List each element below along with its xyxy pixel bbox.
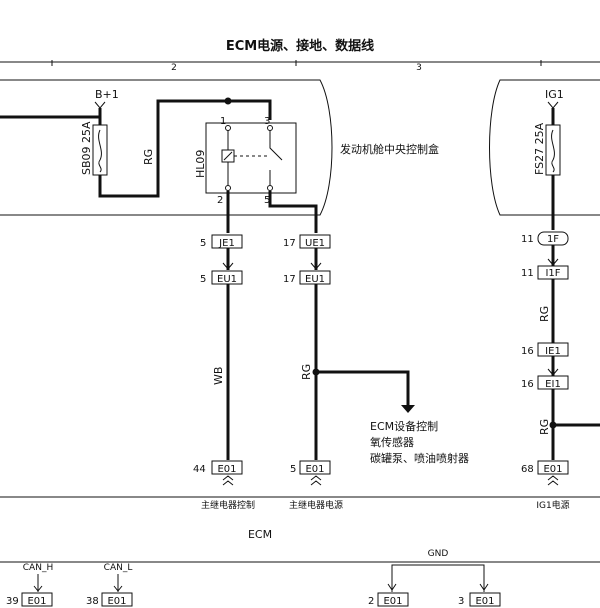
- connector-e01-2: [377, 592, 409, 607]
- e01-68-pin: 68: [521, 464, 534, 475]
- wire-branch: [316, 370, 410, 405]
- zone-2-label: 2: [171, 63, 177, 73]
- relay-pin-5-label: 5: [264, 195, 270, 206]
- relay-pin-3-label: 3: [264, 116, 270, 127]
- relay-pin-5: [267, 185, 273, 191]
- ue1-name: UE1: [305, 238, 325, 249]
- relay-name-label: HL09: [194, 150, 207, 178]
- relay-pin-2: [225, 185, 231, 191]
- zone-3-label: 3: [416, 63, 422, 73]
- wire-relay-pin3: [228, 99, 272, 120]
- connector-e01-68: [537, 460, 569, 475]
- relay-pin-1: [225, 125, 231, 131]
- gnd-lines: [387, 564, 489, 592]
- connector-arrow: [547, 258, 559, 266]
- power-arrow: [547, 101, 559, 109]
- e01-2-pin: 2: [368, 596, 374, 607]
- fuse-sb09: [92, 124, 108, 176]
- branch-label-2: 氧传感器: [370, 435, 414, 449]
- je1-pin: 5: [200, 238, 206, 249]
- fuse-fs27: [545, 124, 561, 176]
- branch-label-3: 碳罐泵、喷油喷射器: [370, 451, 469, 465]
- connector-e01-5: [299, 460, 331, 475]
- can-h-label: CAN_H: [23, 563, 53, 573]
- control-box-label: 发动机舱中央控制盒: [340, 142, 439, 156]
- relay-pin-3: [267, 125, 273, 131]
- e01-39-pin: 39: [6, 596, 19, 607]
- connector-e01-38: [101, 592, 133, 607]
- relay-switch: [269, 130, 283, 161]
- e01-3-name: E01: [475, 596, 494, 607]
- e01-5-name: E01: [305, 464, 324, 475]
- e01-2-name: E01: [383, 596, 402, 607]
- branch-label-1: ECM设备控制: [370, 419, 438, 433]
- ie1-name: IE1: [545, 346, 561, 357]
- right-box-outline: [489, 79, 600, 216]
- relay-pin-2-label: 2: [217, 195, 223, 206]
- relay-hl09: [205, 122, 297, 194]
- wire-connector-links: [226, 248, 318, 270]
- connector-arrows: [222, 262, 322, 270]
- wire-rg-label-right: RG: [538, 306, 551, 322]
- e01-68-name: E01: [543, 464, 562, 475]
- wire-rg-label-top: RG: [142, 149, 155, 165]
- relay-pin-1-label: 1: [220, 116, 226, 127]
- can-lines: [33, 574, 123, 592]
- connector-arrow: [547, 368, 559, 376]
- e01-5-pin: 5: [290, 464, 296, 475]
- connector-e01-3: [469, 592, 501, 607]
- je1-name: JE1: [218, 238, 235, 249]
- fuse-element-icon: [551, 129, 555, 173]
- connector-e01-39: [21, 592, 53, 607]
- e01-39-name: E01: [27, 596, 46, 607]
- wire-relay-pin5-down: [268, 191, 318, 233]
- diagram-title: ECM电源、接地、数据线: [226, 38, 374, 54]
- can-l-label: CAN_L: [104, 563, 133, 573]
- eu1-right-pin: 17: [283, 274, 296, 285]
- eu1-right-name: EU1: [305, 274, 325, 285]
- fuse-right-label: FS27 25A: [533, 122, 546, 175]
- ecm-signal-relay-control: 主继电器控制: [201, 499, 255, 511]
- ecm-signal-ig1-power: IG1电源: [536, 499, 569, 511]
- ig1-label: IG1: [545, 88, 564, 101]
- relay-internal-lines: [227, 130, 271, 185]
- ie1-pin: 16: [521, 346, 534, 357]
- ecm-signal-relay-power: 主继电器电源: [289, 499, 343, 511]
- ei1-pin: 16: [521, 379, 534, 390]
- fuse-element-icon: [98, 129, 102, 173]
- ecm-connector-arrows: [222, 475, 559, 486]
- gnd-label: GND: [428, 549, 449, 559]
- c1f-pin: 11: [521, 234, 534, 245]
- i1f-name: I1F: [545, 268, 560, 279]
- ue1-pin: 17: [283, 238, 296, 249]
- e01-38-pin: 38: [86, 596, 99, 607]
- branch-arrow: [401, 405, 415, 413]
- fuse-left-label: SB09 25A: [80, 121, 93, 175]
- wire-rg-label-mid: RG: [300, 364, 313, 380]
- connector-e01-44: [211, 460, 243, 475]
- wire-wb-label: WB: [212, 367, 225, 385]
- eu1-left-pin: 5: [200, 274, 206, 285]
- c1f-name: 1F: [547, 234, 559, 245]
- e01-3-pin: 3: [458, 596, 464, 607]
- wire-rg-label-lower: RG: [538, 419, 551, 435]
- e01-44-pin: 44: [193, 464, 206, 475]
- e01-44-name: E01: [217, 464, 236, 475]
- e01-38-name: E01: [107, 596, 126, 607]
- eu1-left-name: EU1: [217, 274, 237, 285]
- central-control-box-outline: [0, 79, 333, 216]
- power-arrow: [94, 101, 106, 109]
- ecm-label: ECM: [248, 528, 272, 541]
- i1f-pin: 11: [521, 268, 534, 279]
- ei1-name: EI1: [545, 379, 561, 390]
- relay-coil-mark: [223, 151, 233, 161]
- bplus-label: B+1: [95, 88, 119, 101]
